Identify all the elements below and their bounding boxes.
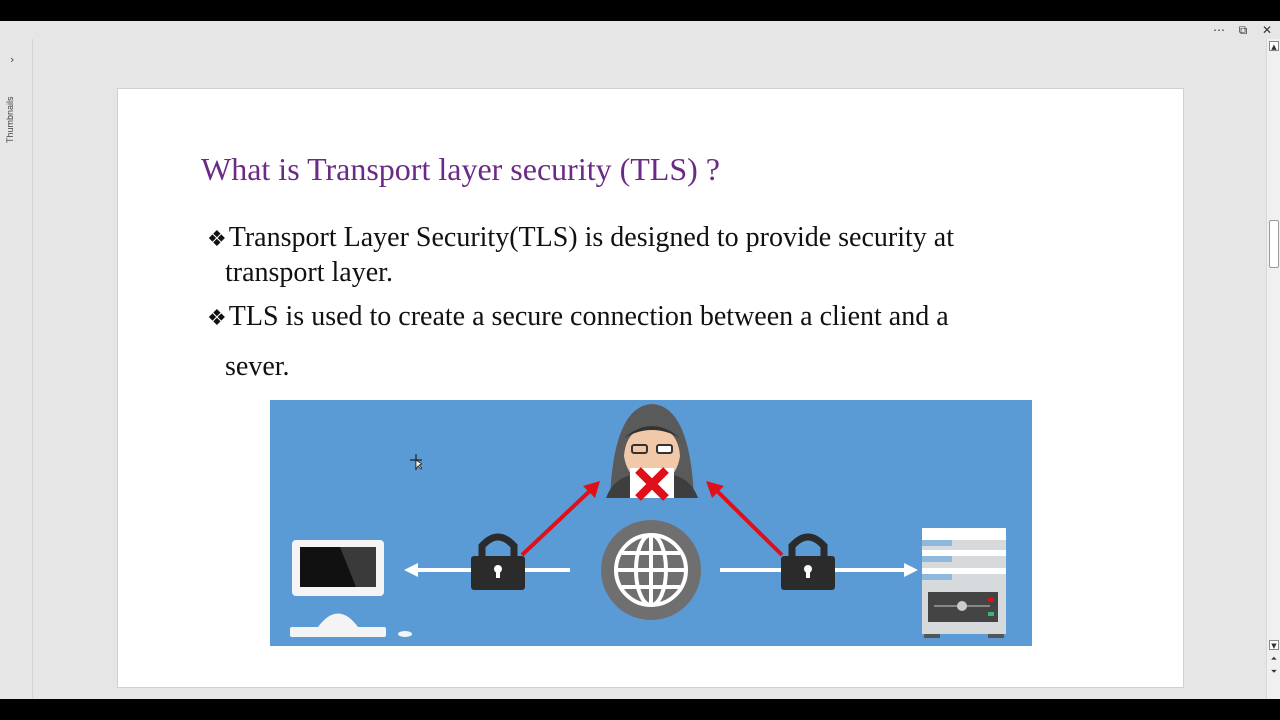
left-intercept-arrowhead-icon xyxy=(583,481,600,498)
blocked-x-icon xyxy=(635,467,669,501)
scroll-down-icon[interactable]: ▼ xyxy=(1269,640,1279,650)
slide-title: What is Transport layer security (TLS) ? xyxy=(201,151,720,187)
tls-diagram-svg xyxy=(290,404,1006,638)
vertical-scrollbar[interactable]: ▲ ▼ ⏶ ⏷ xyxy=(1266,39,1280,699)
restore-icon[interactable]: ⧉ xyxy=(1238,22,1248,37)
previous-slide-icon[interactable]: ⏶ xyxy=(1270,654,1278,663)
bullet-2-line-2: sever. xyxy=(225,351,290,382)
left-intercept-arrow xyxy=(520,484,597,557)
top-letterbox xyxy=(0,0,1280,21)
bullet-1-line-1: Transport Layer Security(TLS) is designe… xyxy=(228,222,954,253)
next-slide-icon[interactable]: ⏷ xyxy=(1270,667,1278,676)
computer-icon xyxy=(290,540,412,637)
padlock-icon xyxy=(781,533,835,590)
thumbnails-label[interactable]: Thumbnails xyxy=(5,96,15,143)
scrollbar-thumb[interactable] xyxy=(1269,220,1279,268)
bottom-letterbox xyxy=(0,699,1280,720)
padlock-icon xyxy=(471,533,525,590)
bullet-2-line-1: TLS is used to create a secure connectio… xyxy=(228,301,949,332)
bullet-1: ❖Transport Layer Security(TLS) is design… xyxy=(207,222,954,254)
bullet-2: ❖TLS is used to create a secure connecti… xyxy=(207,301,949,333)
server-icon xyxy=(922,528,1006,638)
tls-illustration xyxy=(270,400,1032,646)
hacker-icon xyxy=(606,404,698,501)
mouse-pointer-icon xyxy=(410,454,422,470)
globe-icon xyxy=(601,520,701,620)
left-arrowhead-icon xyxy=(404,563,418,577)
scroll-up-icon[interactable]: ▲ xyxy=(1269,41,1279,51)
more-options-icon[interactable]: ⋯ xyxy=(1213,23,1225,37)
slide: What is Transport layer security (TLS) ?… xyxy=(117,88,1184,688)
presentation-viewer: ⋯ ⧉ ✕ › Thumbnails What is Transport lay… xyxy=(0,21,1280,699)
bullet-1-line-2: transport layer. xyxy=(225,257,393,288)
bullet-mark-icon: ❖ xyxy=(207,306,227,331)
expand-thumbnails-icon[interactable]: › xyxy=(10,53,15,66)
right-intercept-arrowhead-icon xyxy=(706,481,724,498)
bullet-mark-icon: ❖ xyxy=(207,227,227,252)
thumbnails-pane: › Thumbnails xyxy=(0,39,33,699)
right-intercept-arrow xyxy=(710,484,784,557)
close-icon[interactable]: ✕ xyxy=(1261,23,1273,37)
window-controls: ⋯ ⧉ ✕ xyxy=(1212,21,1280,39)
right-arrowhead-icon xyxy=(904,563,918,577)
